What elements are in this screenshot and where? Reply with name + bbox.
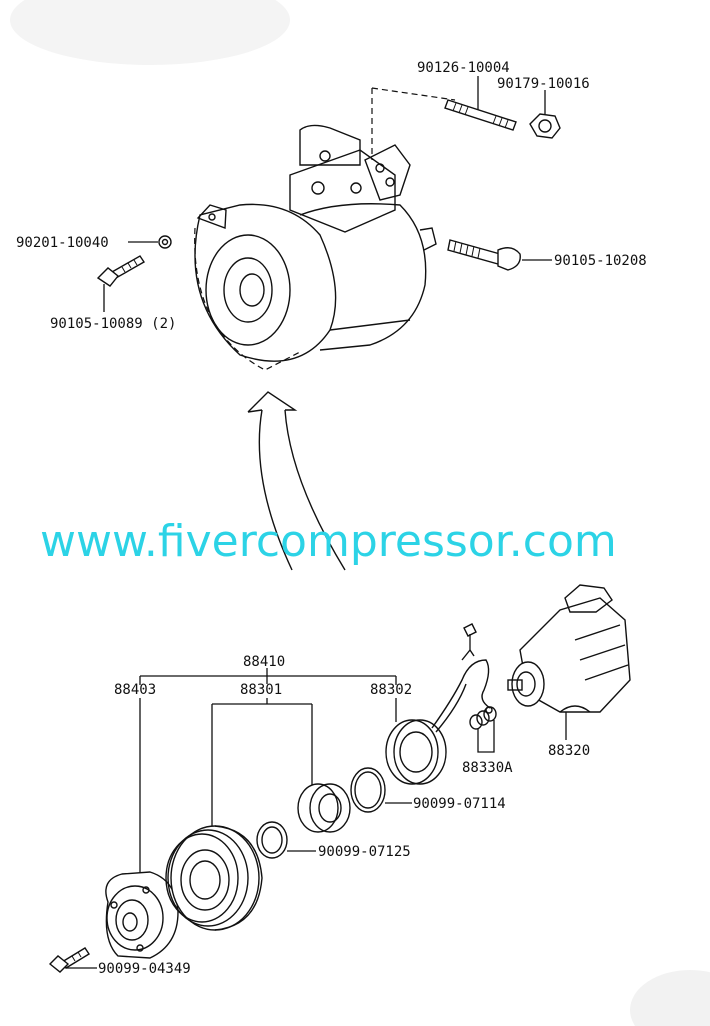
bearing [297,783,351,833]
label-pulley: 88301 [240,682,282,698]
scan-shading [10,0,290,65]
shims-88330A [469,706,497,753]
assembly-arrow [247,391,346,571]
label-nut: 90179-10016 [497,76,590,92]
label-compressor: 88320 [548,743,590,759]
hub-bolt-90099-04349 [48,947,90,973]
label-shim: 88330A [462,760,513,776]
snap-ring-90099-07114 [350,767,386,813]
compressor-top-view [194,87,456,371]
ground-screw [463,623,477,650]
label-snap-ring-a: 90099-07114 [413,796,506,812]
label-hub-bolt: 90099-04349 [98,961,191,977]
bolt-90105-10208 [447,239,521,271]
bracket-88410 [139,668,397,685]
label-bolt-left: 90105-10089 (2) [50,316,176,332]
label-stud: 90126-10004 [417,60,510,76]
pulley-88301 [165,825,263,931]
clutch-hub-88403 [105,871,179,959]
label-clutch-assy: 88410 [243,654,285,670]
field-coil-88302 [385,648,493,785]
label-coil: 88302 [370,682,412,698]
label-snap-ring-b: 90099-07125 [318,844,411,860]
bolt-90105-10089 [96,255,145,287]
scan-shading [630,970,710,1026]
label-hub: 88403 [114,682,156,698]
watermark-text: www.fivercompressor.com [40,516,617,567]
compressor-88320 [507,584,631,713]
label-washer: 90201-10040 [16,235,109,251]
label-bolt-right: 90105-10208 [554,253,647,269]
stud-90126-10004 [444,99,517,131]
snap-ring-90099-07125 [256,821,288,859]
washer-90201-10040 [158,235,172,249]
nut-90179-10016 [529,113,561,139]
